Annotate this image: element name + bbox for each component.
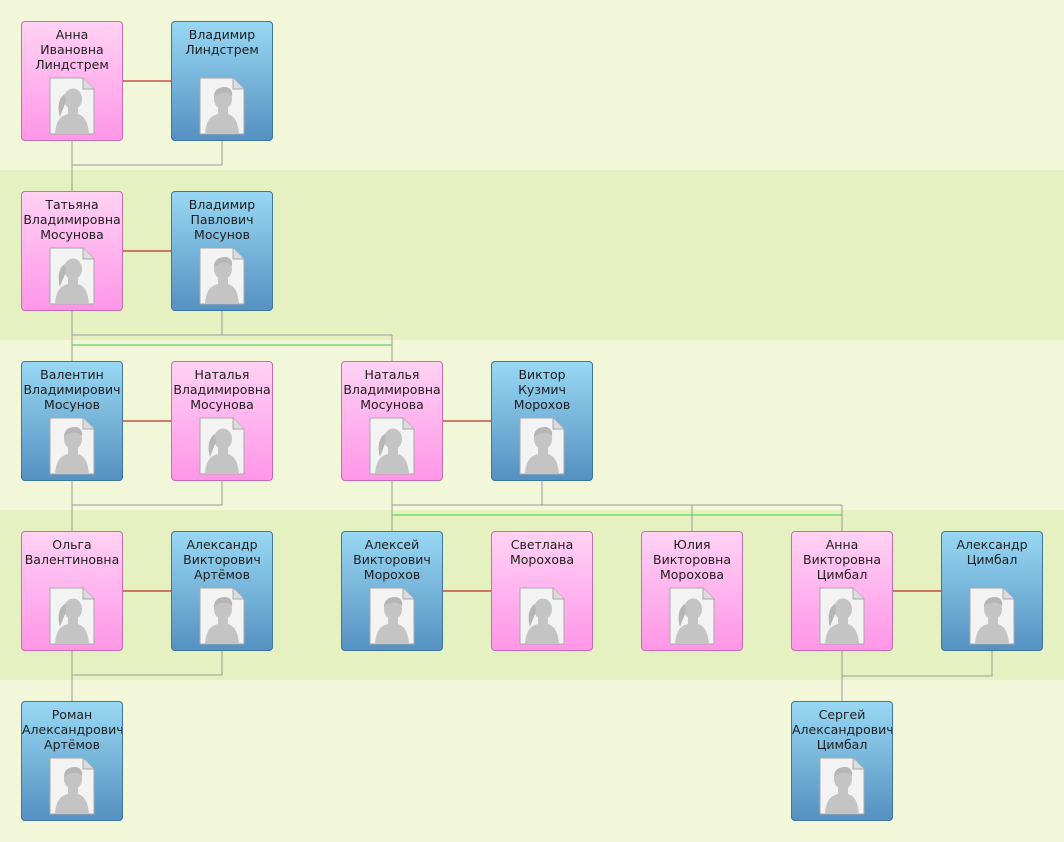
male-silhouette-icon: [49, 417, 95, 475]
person-name: Наталья Владимировна Мосунова: [173, 367, 271, 412]
parent-line: [391, 481, 543, 506]
person-card[interactable]: Александр Цимбал: [941, 531, 1043, 651]
marriage-lines: [123, 80, 941, 592]
person-name: Юлия Викторовна Морохова: [653, 537, 731, 582]
parent-lines: [71, 141, 993, 701]
person-name: Роман Александрович Артёмов: [22, 707, 123, 752]
person-name: Ольга Валентиновна: [24, 537, 120, 567]
male-silhouette-icon: [49, 757, 95, 815]
person-card[interactable]: Юлия Викторовна Морохова: [641, 531, 743, 651]
male-silhouette-icon: [199, 77, 245, 135]
female-silhouette-icon: [369, 417, 415, 475]
person-card[interactable]: Светлана Морохова: [491, 531, 593, 651]
person-card[interactable]: Анна Викторовна Цимбал: [791, 531, 893, 651]
male-silhouette-icon: [199, 247, 245, 305]
person-card[interactable]: Наталья Владимировна Мосунова: [171, 361, 273, 481]
person-name: Владимир Павлович Мосунов: [188, 197, 256, 242]
person-card[interactable]: Владимир Линдстрем: [171, 21, 273, 141]
person-card[interactable]: Владимир Павлович Мосунов: [171, 191, 273, 311]
female-silhouette-icon: [669, 587, 715, 645]
person-card[interactable]: Татьяна Владимировна Мосунова: [21, 191, 123, 311]
person-name: Анна Ивановна Линдстрем: [35, 27, 109, 72]
person-card[interactable]: Александр Викторович Артёмов: [171, 531, 273, 651]
person-card[interactable]: Роман Александрович Артёмов: [21, 701, 123, 821]
person-name: Сергей Александрович Цимбал: [792, 707, 893, 752]
parent-line: [71, 651, 223, 676]
parent-line: [71, 481, 223, 506]
person-card[interactable]: Анна Ивановна Линдстрем: [21, 21, 123, 141]
female-silhouette-icon: [519, 587, 565, 645]
female-silhouette-icon: [49, 77, 95, 135]
person-name: Светлана Морохова: [509, 537, 575, 567]
male-silhouette-icon: [969, 587, 1015, 645]
female-silhouette-icon: [49, 587, 95, 645]
person-name: Алексей Викторович Морохов: [353, 537, 431, 582]
person-name: Виктор Кузмич Морохов: [513, 367, 571, 412]
male-silhouette-icon: [519, 417, 565, 475]
parent-line: [841, 651, 993, 677]
person-name: Владимир Линдстрем: [185, 27, 259, 57]
person-card[interactable]: Валентин Владимирович Мосунов: [21, 361, 123, 481]
person-name: Анна Викторовна Цимбал: [803, 537, 881, 582]
child-lines: [72, 344, 842, 516]
person-card[interactable]: Наталья Владимировна Мосунова: [341, 361, 443, 481]
person-name: Татьяна Владимировна Мосунова: [23, 197, 121, 242]
parent-line: [71, 311, 223, 336]
person-card[interactable]: Виктор Кузмич Морохов: [491, 361, 593, 481]
person-name: Александр Цимбал: [956, 537, 1028, 567]
person-name: Александр Викторович Артёмов: [183, 537, 261, 582]
parent-line: [71, 141, 223, 166]
person-card[interactable]: Ольга Валентиновна: [21, 531, 123, 651]
person-card[interactable]: Алексей Викторович Морохов: [341, 531, 443, 651]
female-silhouette-icon: [199, 417, 245, 475]
female-silhouette-icon: [819, 587, 865, 645]
person-name: Валентин Владимирович Мосунов: [23, 367, 121, 412]
male-silhouette-icon: [369, 587, 415, 645]
female-silhouette-icon: [49, 247, 95, 305]
person-card[interactable]: Сергей Александрович Цимбал: [791, 701, 893, 821]
male-silhouette-icon: [199, 587, 245, 645]
male-silhouette-icon: [819, 757, 865, 815]
person-name: Наталья Владимировна Мосунова: [343, 367, 441, 412]
